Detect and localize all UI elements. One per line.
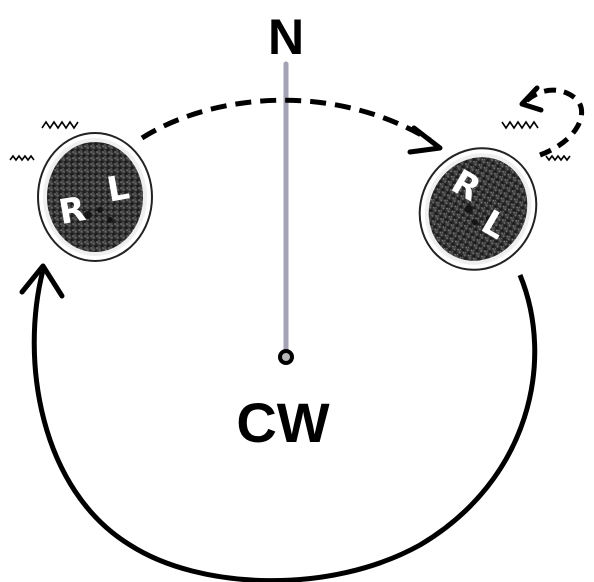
head-scan-left: R L [37,132,153,262]
top-dashed-arrow [140,97,443,155]
bottom-solid-arrow [19,263,538,582]
wavy-lines-icon [501,120,571,162]
curl-dashed-arrow [519,85,585,158]
pivot-dot-icon [278,349,294,365]
head-scan-right: R L [418,147,538,271]
wavy-lines-icon [9,120,79,162]
direction-label: CW [236,391,329,454]
north-label: N [268,9,304,65]
